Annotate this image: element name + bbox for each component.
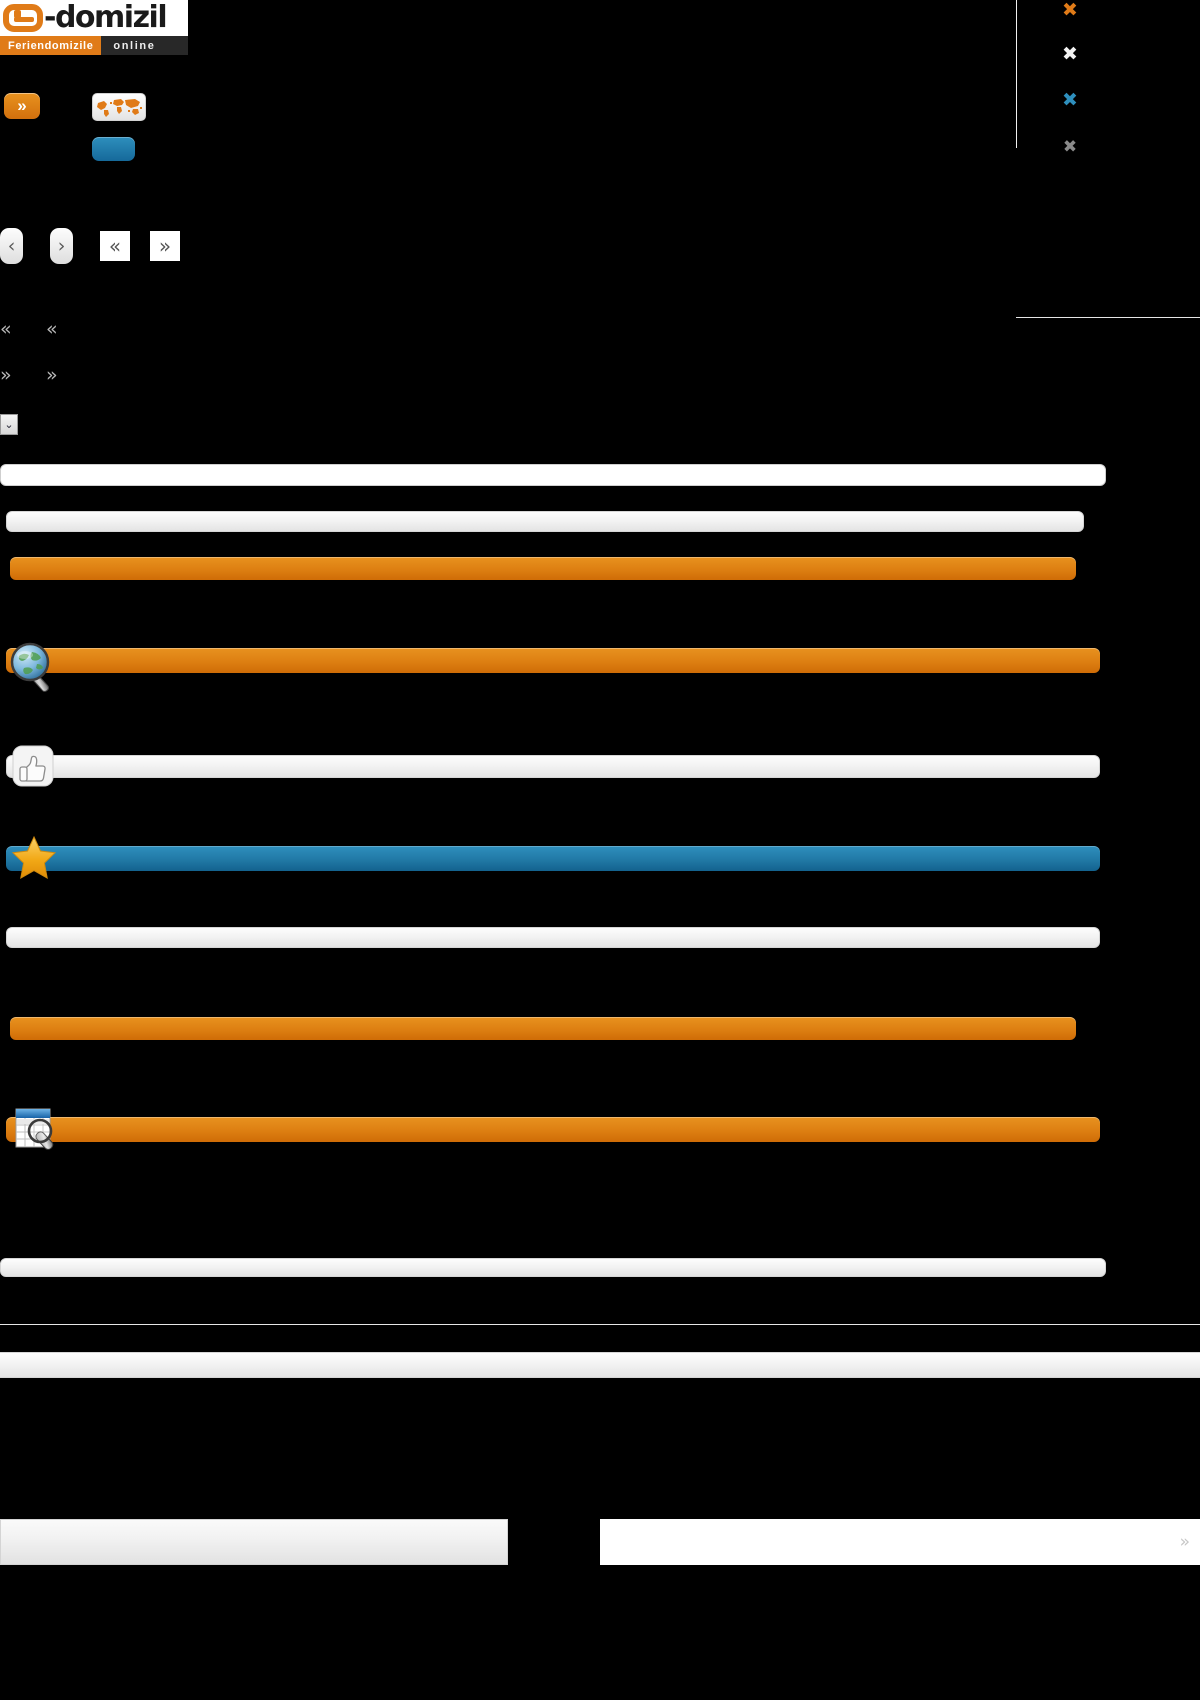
forward-button[interactable]: » [4, 93, 40, 119]
footer-panel-right[interactable]: » [600, 1519, 1200, 1565]
secondary-row[interactable] [6, 927, 1100, 948]
search-field-row[interactable] [0, 464, 1106, 486]
footer-forward-chevron-icon[interactable]: » [1179, 1532, 1190, 1552]
close-icon-grey[interactable]: ✖ [1062, 137, 1078, 157]
filter-row[interactable] [6, 511, 1084, 532]
back-chevron-icon[interactable]: « [0, 318, 12, 340]
logo-word: -domizil [44, 0, 168, 35]
pager-first-button[interactable]: « [100, 231, 130, 261]
logo-tagline: Feriendomizile online [0, 36, 188, 55]
chevron-down-icon: ⌄ [4, 418, 14, 431]
results-bar[interactable] [6, 1117, 1100, 1142]
footer-rule-top [0, 1324, 1200, 1325]
logo-wordmark: -domizil [0, 0, 188, 36]
logo-e-mark [3, 4, 43, 32]
close-icon-white[interactable]: ✖ [1062, 43, 1078, 65]
globe-search-icon [6, 640, 64, 701]
star-icon [10, 833, 58, 886]
thumbs-up-icon [12, 745, 54, 792]
header-divider [1016, 0, 1017, 148]
primary-action-bar[interactable] [10, 557, 1076, 580]
footer-panel-left[interactable] [0, 1519, 508, 1565]
table-search-icon [12, 1105, 60, 1158]
pager-next-button[interactable]: › [50, 228, 73, 264]
footer-row[interactable] [0, 1258, 1106, 1277]
pager-last-button[interactable]: » [150, 231, 180, 261]
offers-bar[interactable] [10, 1017, 1076, 1040]
forward-chevron-icon[interactable]: » [0, 364, 12, 386]
back-chevron-icon-alt[interactable]: « [46, 318, 58, 340]
close-icon-blue[interactable]: ✖ [1062, 89, 1078, 111]
world-map-button[interactable] [92, 93, 146, 121]
pager-prev-button[interactable]: ‹ [0, 228, 23, 264]
site-logo[interactable]: -domizil Feriendomizile online [0, 0, 188, 55]
sort-select[interactable]: ⌄ [0, 414, 18, 435]
blue-action-button[interactable] [92, 137, 135, 161]
footer-band [0, 1352, 1200, 1378]
world-search-bar[interactable] [6, 648, 1100, 673]
logo-tagline-primary: Feriendomizile [0, 36, 102, 55]
logo-tagline-secondary: online [101, 36, 188, 55]
close-icon-orange[interactable]: ✖ [1062, 0, 1078, 21]
world-map-icon [97, 99, 142, 117]
recommendation-bar[interactable] [6, 755, 1100, 778]
sidebar-divider [1016, 317, 1200, 318]
featured-bar[interactable] [6, 846, 1100, 871]
forward-chevron-icon-alt[interactable]: » [46, 364, 58, 386]
